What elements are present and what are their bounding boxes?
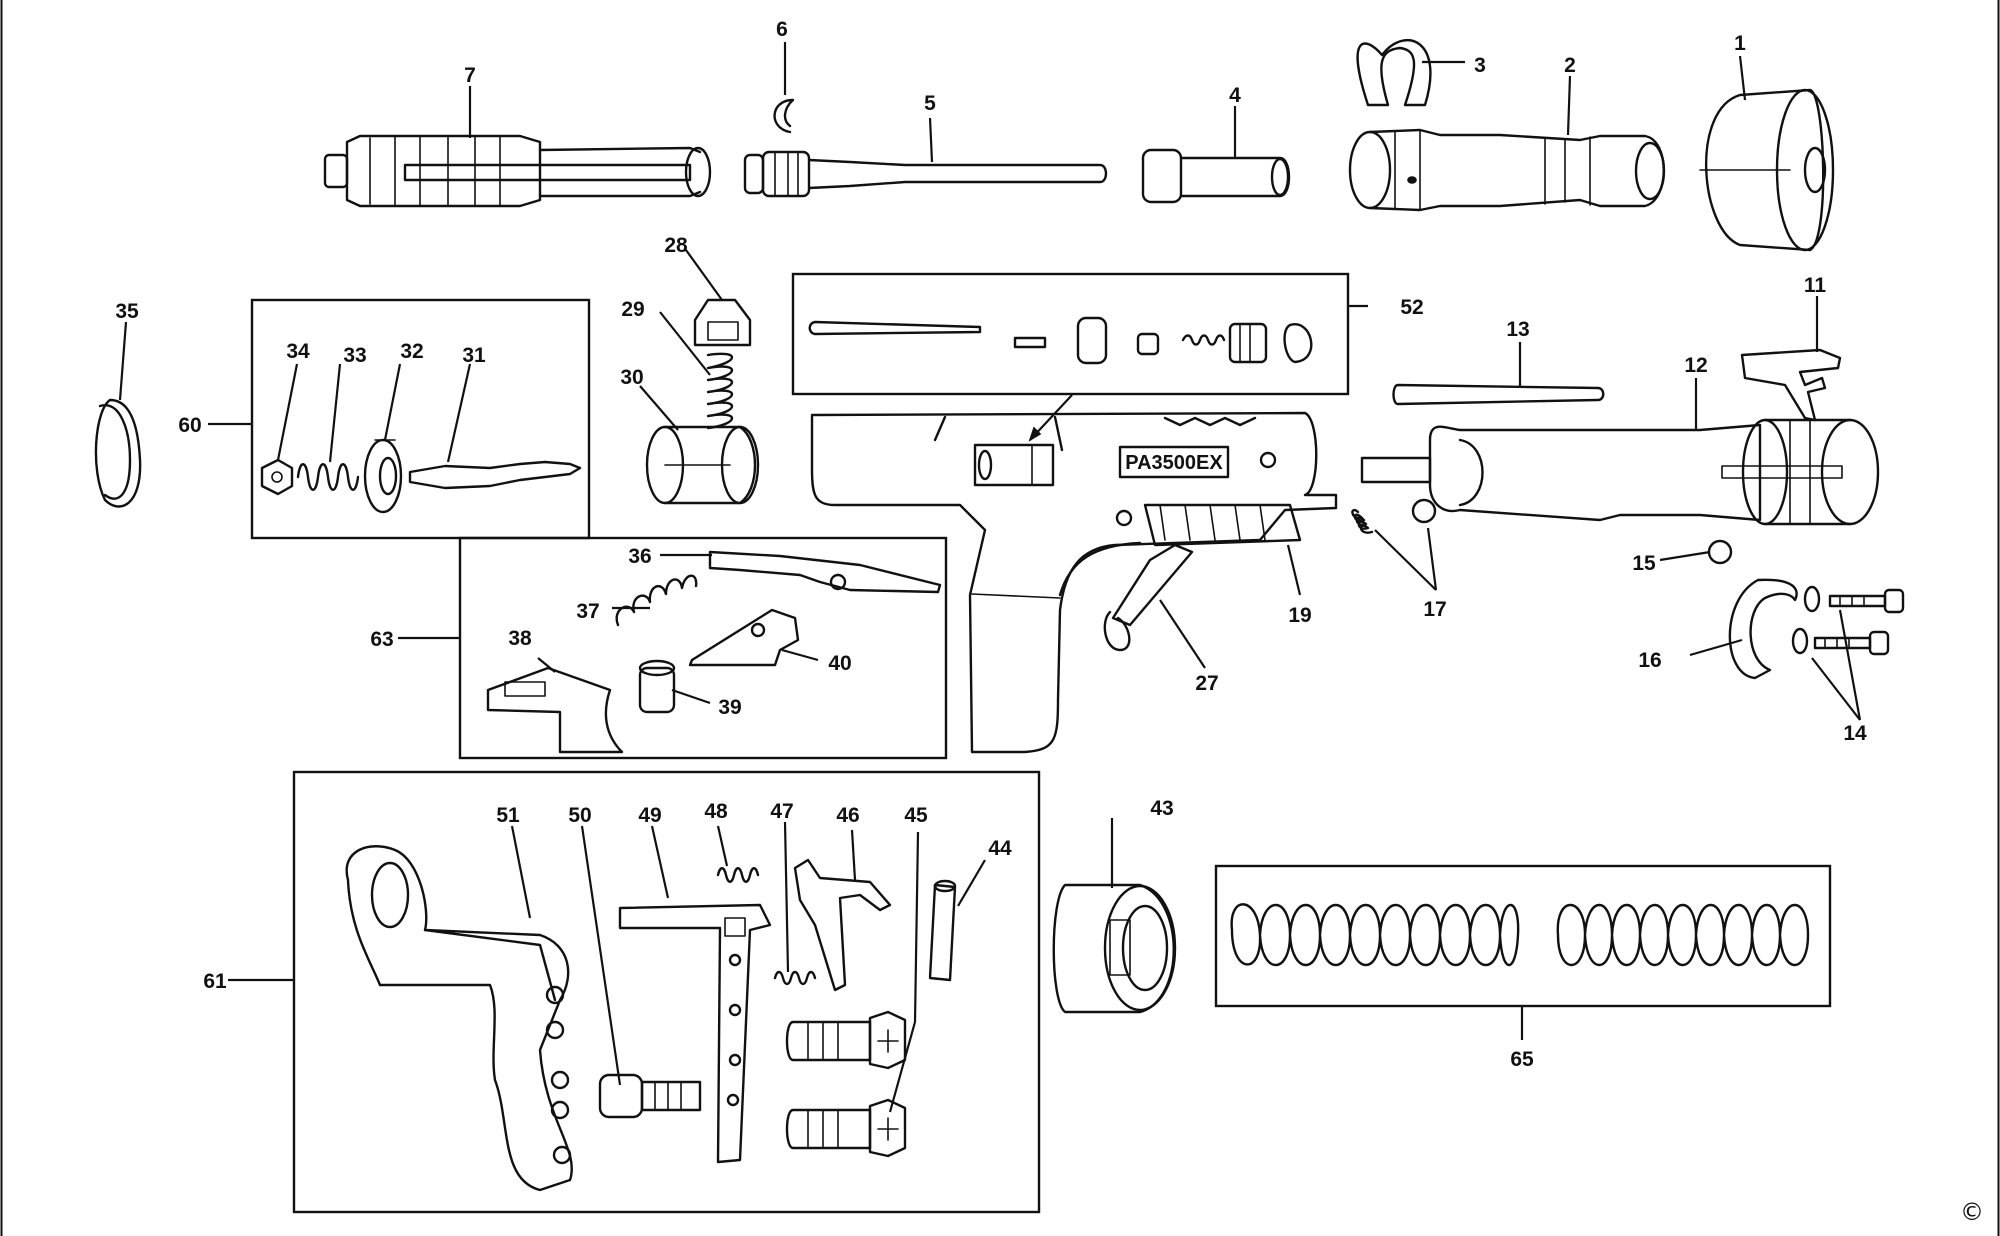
callout-60: 60	[178, 414, 201, 437]
part-6-clip	[773, 98, 795, 134]
callout-36: 36	[628, 545, 651, 568]
callout-7: 7	[464, 64, 476, 87]
callout-63: 63	[370, 628, 393, 651]
callout-49: 49	[638, 804, 661, 827]
callout-52: 52	[1400, 296, 1423, 319]
part-49-plate	[618, 903, 772, 1164]
callout-14: 14	[1843, 722, 1867, 745]
callout-43: 43	[1150, 797, 1173, 820]
callout-61: 61	[203, 970, 227, 993]
part-7-barrel	[323, 134, 712, 208]
part-45-screw-lower	[785, 1098, 907, 1158]
part-1-cap	[1699, 88, 1835, 252]
part-30-bushing	[645, 425, 760, 505]
part-40-cam	[688, 608, 800, 667]
part-38-slide	[486, 666, 624, 754]
callout-4: 4	[1229, 84, 1241, 107]
part-36-lever	[708, 550, 942, 594]
callout-46: 46	[836, 804, 859, 827]
callout-3: 3	[1474, 54, 1486, 77]
callout-40: 40	[828, 652, 851, 675]
callout-16: 16	[1638, 649, 1661, 672]
part-3-u-clip	[1356, 39, 1432, 107]
callout-34: 34	[286, 340, 310, 363]
callout-39: 39	[718, 696, 741, 719]
callout-35: 35	[115, 300, 139, 323]
box-52	[791, 272, 1350, 396]
part-48-spring	[716, 867, 760, 883]
box-52-contents	[808, 316, 1313, 365]
part-19-tool-body: PA3500EX	[810, 394, 1338, 754]
leader-lines	[118, 42, 1862, 1113]
callout-33: 33	[343, 344, 366, 367]
part-28-cap	[693, 298, 752, 347]
part-17-spring	[1351, 509, 1374, 534]
box-60	[250, 298, 591, 540]
part-12-housing	[1360, 418, 1880, 526]
callout-27: 27	[1195, 672, 1218, 695]
callout-51: 51	[496, 804, 520, 827]
part-2-nosepiece	[1348, 128, 1666, 212]
part-44-pin	[928, 879, 957, 982]
callout-19: 19	[1288, 604, 1311, 627]
model-label: PA3500EX	[1125, 452, 1223, 474]
part-5-piston	[743, 150, 1108, 198]
callout-12: 12	[1684, 354, 1707, 377]
box-61	[292, 770, 1041, 1214]
callout-1: 1	[1734, 32, 1746, 55]
callout-28: 28	[664, 234, 688, 257]
callout-13: 13	[1506, 318, 1529, 341]
part-13-rod	[1392, 383, 1605, 406]
callout-37: 37	[576, 600, 599, 623]
callout-32: 32	[400, 340, 423, 363]
part-14-screws	[1791, 585, 1905, 656]
part-4-sleeve	[1141, 148, 1291, 204]
part-51-handle	[345, 845, 573, 1192]
part-50-screw	[598, 1073, 702, 1119]
part-27-pin	[1103, 543, 1194, 652]
callout-5: 5	[924, 92, 936, 115]
callout-15: 15	[1632, 552, 1656, 575]
callout-47: 47	[770, 800, 793, 823]
callout-31: 31	[462, 344, 486, 367]
callout-29: 29	[621, 298, 644, 321]
part-46-latch	[793, 858, 892, 992]
callout-17: 17	[1423, 598, 1446, 621]
copyright-mark: ©	[1960, 1198, 1984, 1226]
part-47-spring	[773, 970, 817, 986]
callout-numbers: 1 2 3 4 5 6 7 11 12 13 14 15 16 17 19 27…	[115, 18, 1867, 1071]
part-17-ball	[1411, 498, 1437, 524]
callout-50: 50	[568, 804, 591, 827]
part-37-spring	[615, 574, 698, 627]
callout-45: 45	[904, 804, 928, 827]
callout-6: 6	[776, 18, 788, 41]
callout-30: 30	[620, 366, 643, 389]
part-65-spring-left	[1230, 903, 1520, 967]
callout-38: 38	[508, 627, 532, 650]
part-35-ring	[94, 398, 142, 508]
part-16-clip	[1728, 578, 1798, 680]
part-33-spring	[296, 463, 360, 491]
part-29-spring	[706, 352, 733, 430]
box-63	[458, 536, 948, 760]
callout-11: 11	[1804, 274, 1827, 297]
part-43-collar	[1052, 883, 1177, 1014]
part-31-pin	[408, 460, 582, 490]
callout-2: 2	[1564, 54, 1576, 77]
part-65-spring-right	[1556, 904, 1810, 966]
callout-48: 48	[704, 800, 728, 823]
callout-65: 65	[1510, 1048, 1534, 1071]
part-11-bracket	[1740, 348, 1842, 422]
callout-44: 44	[988, 837, 1012, 860]
